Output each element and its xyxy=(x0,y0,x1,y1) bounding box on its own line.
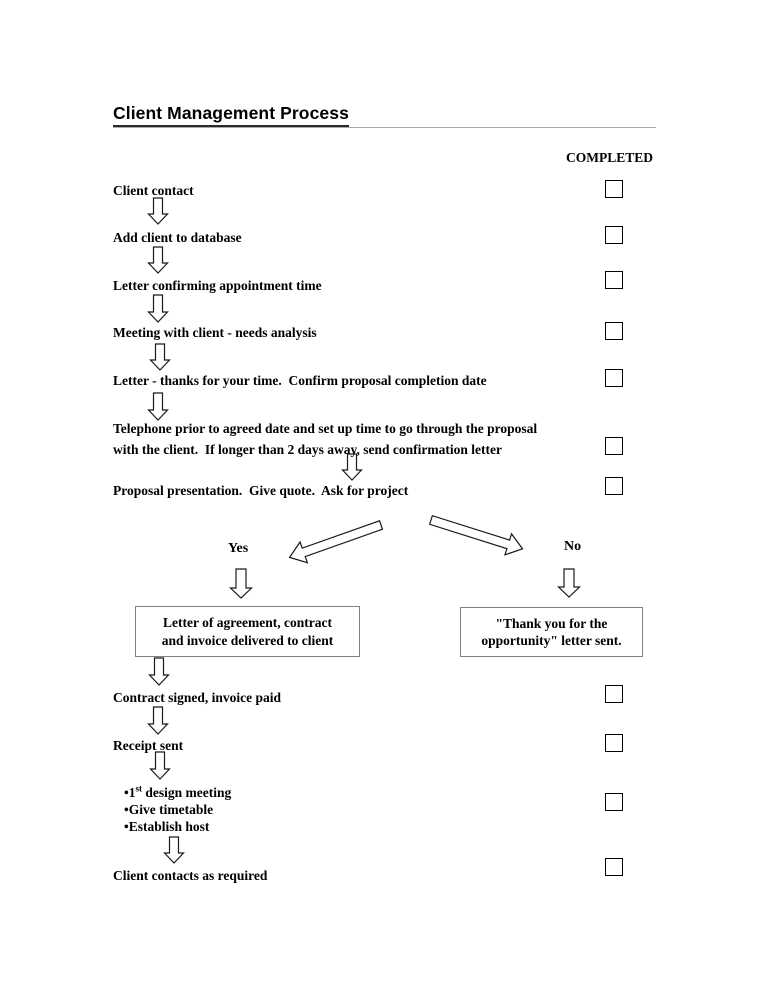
completed-checkbox-meeting[interactable] xyxy=(605,322,623,340)
step-label-client-contacts-as-required: Client contacts as required xyxy=(113,868,268,883)
bullet-item-establish-host: •Establish host xyxy=(124,819,210,834)
completed-checkbox-letter-thanks[interactable] xyxy=(605,369,623,387)
branch-label-no: No xyxy=(564,539,582,554)
completed-checkbox-receipt-sent[interactable] xyxy=(605,734,623,752)
step-label-letter-thanks: Letter - thanks for your time. Confirm p… xyxy=(113,373,487,388)
completed-column-header: COMPLETED xyxy=(566,150,654,165)
flow-arrow-7 xyxy=(148,657,170,686)
no-outcome-box: "Thank you for the opportunity" letter s… xyxy=(460,607,643,657)
completed-checkbox-client-contacts[interactable] xyxy=(605,858,623,876)
yes-outcome-box: Letter of agreement, contract and invoic… xyxy=(135,606,360,657)
flow-arrow-4 xyxy=(149,343,171,371)
completed-checkbox-design-meeting[interactable] xyxy=(605,793,623,811)
step-label-meeting-needs-analysis: Meeting with client - needs analysis xyxy=(113,325,317,340)
step-label-receipt-sent: Receipt sent xyxy=(113,738,184,753)
bullet-item-first-design-meeting: •1st design meeting xyxy=(124,783,232,800)
branch-arrow-to-no xyxy=(428,514,524,556)
flow-arrow-3 xyxy=(147,294,169,323)
completed-checkbox-proposal[interactable] xyxy=(605,477,623,495)
flow-arrow-9 xyxy=(149,751,171,780)
flow-arrow-8 xyxy=(147,706,169,735)
bullet-item-give-timetable: •Give timetable xyxy=(124,802,214,817)
title-underline xyxy=(113,125,349,127)
step-label-telephone-prior: Telephone prior to agreed date and set u… xyxy=(113,421,538,457)
page-title: Client Management Process xyxy=(113,103,349,123)
bullet-marker: • xyxy=(124,802,129,817)
branch-arrow-no-down xyxy=(557,568,581,598)
step-label-client-contact: Client contact xyxy=(113,183,194,198)
bullet-marker: • xyxy=(124,819,129,834)
branch-arrow-yes-down xyxy=(229,568,253,599)
flow-arrow-2 xyxy=(147,246,169,274)
flow-arrow-10 xyxy=(163,836,185,864)
completed-checkbox-letter-confirming[interactable] xyxy=(605,271,623,289)
completed-checkbox-contract-signed[interactable] xyxy=(605,685,623,703)
flow-arrow-1 xyxy=(147,197,169,225)
step-label-letter-confirming-appointment: Letter confirming appointment time xyxy=(113,278,322,293)
branch-label-yes: Yes xyxy=(228,541,249,556)
step-label-add-client-to-database: Add client to database xyxy=(113,230,242,245)
title-underline-rule xyxy=(113,127,656,128)
completed-checkbox-telephone[interactable] xyxy=(605,437,623,455)
branch-arrow-to-yes xyxy=(288,519,384,564)
step-label-contract-signed: Contract signed, invoice paid xyxy=(113,690,282,705)
step-label-proposal-presentation: Proposal presentation. Give quote. Ask f… xyxy=(113,483,409,498)
completed-checkbox-add-client[interactable] xyxy=(605,226,623,244)
bullet-marker: • xyxy=(124,785,129,800)
completed-checkbox-client-contact[interactable] xyxy=(605,180,623,198)
flow-arrow-5 xyxy=(147,392,169,421)
